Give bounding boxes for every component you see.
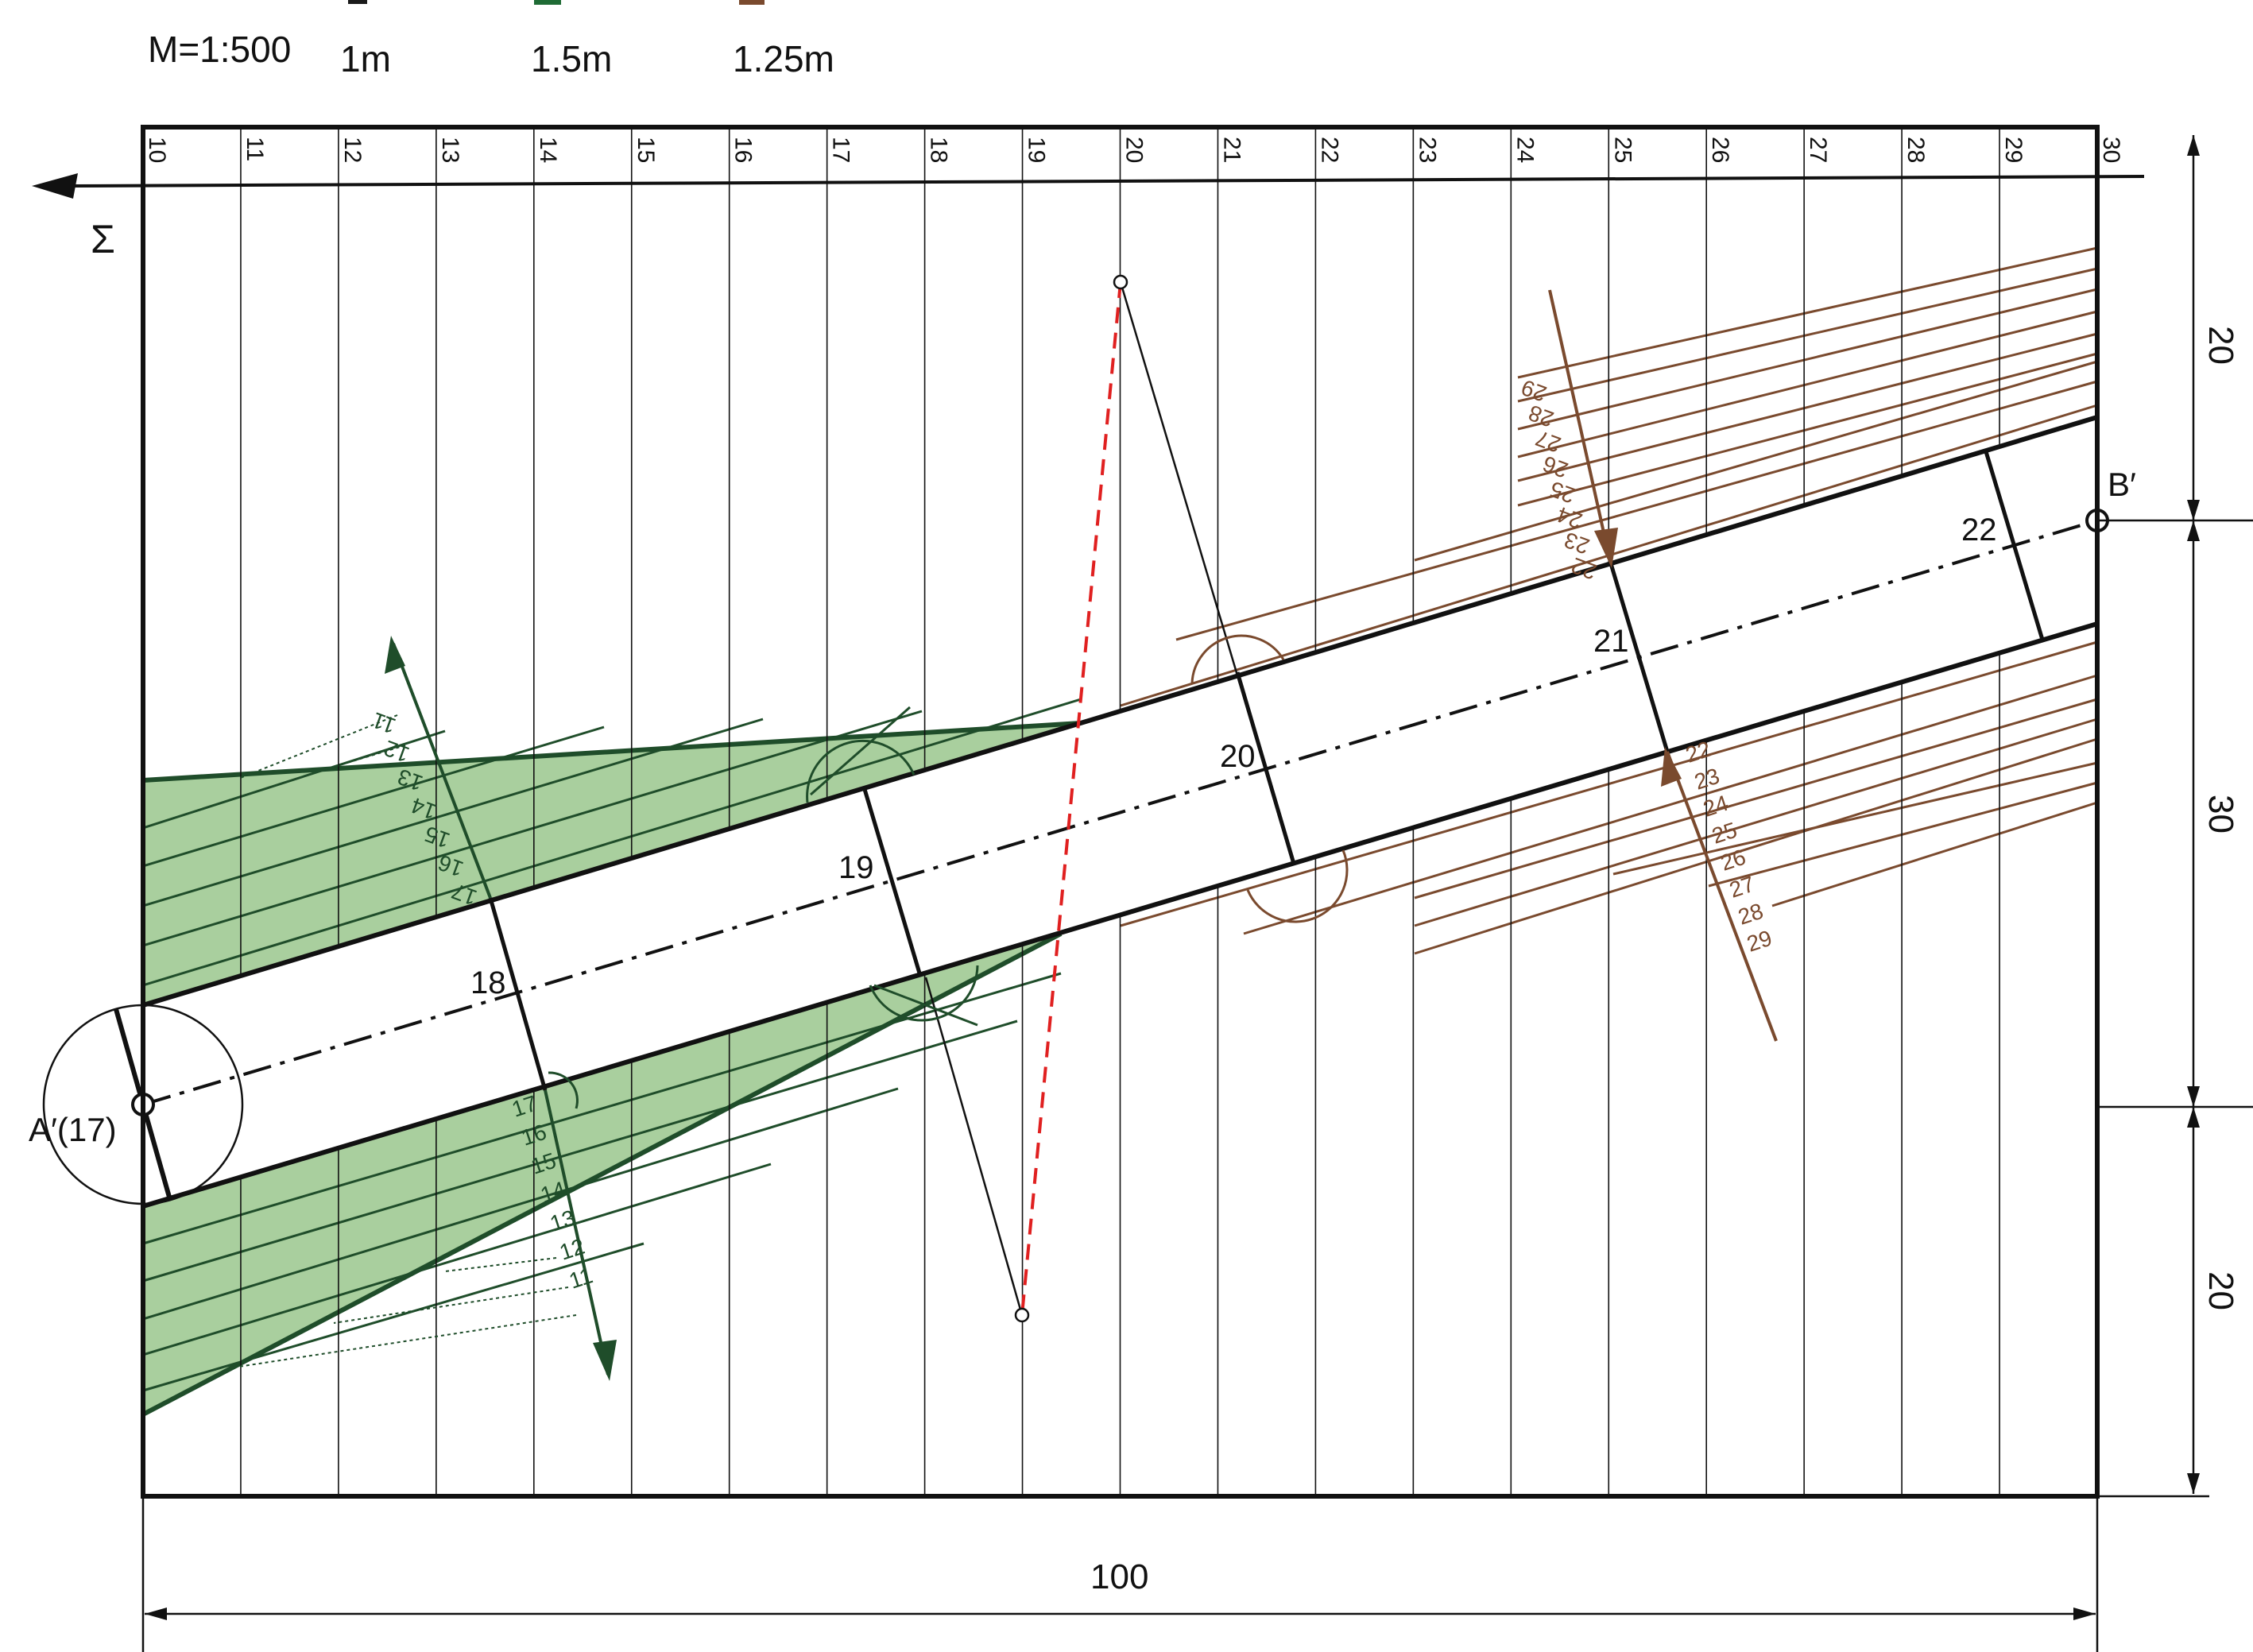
dimension-right-bottom: 20 bbox=[2201, 1271, 2240, 1310]
green-fill-area-bottom bbox=[141, 931, 1063, 1417]
brown-slope-scale-top bbox=[1548, 289, 1618, 568]
brown-contour-line bbox=[1517, 310, 2098, 458]
green-contour-line bbox=[143, 710, 923, 947]
brown-slope-scale-bottom bbox=[1661, 747, 1778, 1042]
brown-contour-line bbox=[1517, 246, 2098, 379]
grid-label: 12 bbox=[339, 137, 366, 163]
road-edge-top bbox=[142, 415, 2098, 1008]
sigma-arrowhead bbox=[32, 173, 78, 199]
brown-contour-line bbox=[1414, 737, 2098, 955]
grid-label: 30 bbox=[2098, 137, 2124, 163]
brown-contour-line bbox=[1708, 781, 2098, 888]
brown-contour-line bbox=[1175, 380, 2098, 641]
brown-contour-line bbox=[1414, 698, 2098, 900]
grid-label: 22 bbox=[1316, 137, 1342, 163]
brown-contour-line bbox=[1517, 267, 2098, 403]
grid-label: 23 bbox=[1414, 137, 1440, 163]
legend: M=1:500 1m 1.5m 1.25m bbox=[148, 0, 834, 79]
brown-down-arrowhead bbox=[1594, 528, 1618, 568]
grid-label: 15 bbox=[633, 137, 659, 163]
point-a-label: A′(17) bbox=[29, 1111, 117, 1148]
legend-label-1-5m: 1.5m bbox=[531, 38, 612, 79]
brown-scale-label: 27 bbox=[1726, 872, 1757, 903]
brown-contour-line bbox=[1517, 332, 2098, 482]
brown-contour-line bbox=[1771, 801, 2098, 907]
dimension-right-middle: 30 bbox=[2201, 795, 2240, 834]
brown-contour-line bbox=[1414, 718, 2098, 927]
red-dashed-line bbox=[1020, 281, 1122, 1316]
green-contour-line bbox=[143, 1163, 772, 1356]
brown-scale-label: 28 bbox=[1735, 899, 1766, 930]
grid-label: 27 bbox=[1805, 137, 1831, 163]
grid-label: 29 bbox=[2000, 137, 2027, 163]
green-contour-line bbox=[143, 725, 605, 868]
grid-label: 20 bbox=[1121, 137, 1148, 163]
brown-contour-line bbox=[1414, 360, 2098, 562]
brown-scale-label: 25 bbox=[1709, 818, 1740, 849]
point-b-label: B′ bbox=[2108, 466, 2136, 503]
grid-label: 10 bbox=[144, 137, 170, 163]
grid-label: 26 bbox=[1707, 137, 1733, 163]
road-centerline bbox=[142, 519, 2098, 1106]
right-dimensions bbox=[2097, 135, 2253, 1498]
station-label: 19 bbox=[838, 850, 874, 885]
brown-contour-lines bbox=[1120, 215, 2099, 955]
brown-contour-line bbox=[1517, 352, 2098, 507]
dimension-right-top: 20 bbox=[2201, 326, 2240, 365]
road-edge-bottom bbox=[142, 621, 2098, 1209]
grid-label: 19 bbox=[1024, 137, 1050, 163]
grid-label: 21 bbox=[1218, 137, 1245, 163]
drawing-frame bbox=[141, 125, 2100, 1499]
station-label: 20 bbox=[1220, 739, 1256, 774]
green-projection-lines bbox=[238, 714, 577, 1368]
grid-label: 17 bbox=[828, 137, 854, 163]
brown-contour-line bbox=[1612, 761, 2098, 876]
construction-lines bbox=[924, 281, 1241, 1316]
green-contour-line bbox=[143, 718, 764, 907]
bottom-dimension bbox=[141, 1496, 2099, 1652]
grid-label: 11 bbox=[242, 137, 268, 161]
brown-scale-label: 29 bbox=[1744, 926, 1775, 957]
brown-contour-line bbox=[1243, 674, 2098, 935]
station-label: 21 bbox=[1593, 624, 1629, 659]
legend-label-1-25m: 1.25m bbox=[733, 38, 834, 79]
construction-point-bottom bbox=[1014, 1307, 1030, 1323]
green-slope-scale-bottom bbox=[544, 1089, 617, 1381]
green-scale-label: 11 bbox=[369, 707, 399, 738]
grid-label: 16 bbox=[730, 137, 757, 163]
grid-label: 18 bbox=[926, 137, 952, 163]
slope-arcs-brown bbox=[1190, 634, 1349, 923]
grid-label: 25 bbox=[1609, 137, 1636, 163]
plane-sigma-axis: Σ bbox=[32, 173, 2145, 261]
green-down-arrowhead bbox=[593, 1340, 617, 1381]
grid-label: 14 bbox=[535, 137, 561, 163]
station-label: 18 bbox=[470, 965, 506, 1000]
green-contour-line bbox=[143, 1019, 1018, 1283]
scale-label: M=1:500 bbox=[148, 29, 291, 70]
green-slope-scale-top bbox=[385, 636, 492, 899]
green-contour-line bbox=[143, 729, 446, 830]
green-contour-line bbox=[143, 1087, 899, 1321]
green-scale-label: 11 bbox=[566, 1263, 595, 1293]
grid-label: 24 bbox=[1512, 137, 1538, 163]
road-body bbox=[142, 415, 2098, 1209]
brown-contour-line bbox=[1517, 288, 2098, 431]
construction-point-top bbox=[1113, 274, 1128, 290]
legend-label-1m: 1m bbox=[340, 38, 391, 79]
grid-labels: 10 11 12 13 14 15 16 17 18 19 20 21 22 23 24 25 26 27 28 29… bbox=[144, 137, 2124, 163]
plane-sigma-label: Σ bbox=[91, 217, 115, 261]
grid-label: 13 bbox=[437, 137, 463, 163]
green-up-arrowhead bbox=[385, 636, 405, 674]
grid-label: 28 bbox=[1903, 137, 1929, 163]
green-contour-line bbox=[143, 1242, 645, 1392]
station-labels: 18 19 20 21 22 bbox=[470, 513, 1997, 1000]
bottom-dimension-arrows bbox=[145, 1608, 2096, 1620]
station-lines bbox=[488, 448, 2045, 1091]
station-label: 22 bbox=[1961, 513, 1997, 547]
dimension-bottom: 100 bbox=[1090, 1557, 1148, 1596]
brown-up-arrowhead bbox=[1661, 747, 1682, 787]
right-dimension-arrows bbox=[2187, 135, 2200, 1494]
slope-arcs-green bbox=[548, 706, 979, 1109]
